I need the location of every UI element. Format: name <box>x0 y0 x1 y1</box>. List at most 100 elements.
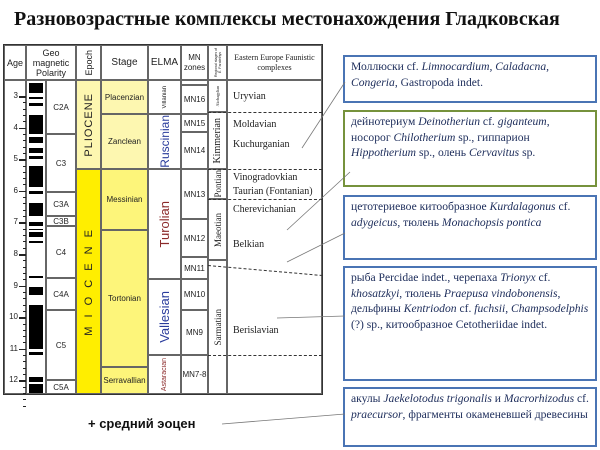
faunistic-complex: Kuchurganian <box>233 139 290 150</box>
elma-4: Astaracian <box>148 355 181 394</box>
mn-5: MN11 <box>181 257 208 279</box>
age-minor-tick <box>23 216 26 217</box>
age-tick-label: 6 <box>13 185 18 195</box>
fauna-box-eocene: акулы Jaekelotodus trigonalis и Macrorhi… <box>343 387 597 447</box>
normal-polarity-band <box>29 147 43 153</box>
header-age: Age <box>4 45 26 80</box>
regional-0: Akchagylian <box>208 80 227 112</box>
faunistic-complex: Cherevichanian <box>233 204 296 215</box>
box-text: cf. <box>535 271 551 284</box>
normal-polarity-band <box>29 231 43 237</box>
taxon-name: Monachopsis pontica <box>441 215 542 229</box>
mn-3: MN13 <box>181 169 208 219</box>
boundary-dashed-line <box>208 112 322 113</box>
box-text: цетотериевое китообразное <box>351 200 490 213</box>
box-text: Моллюски cf. <box>351 60 422 73</box>
header-polarity: Geo magnetic Polarity <box>26 45 76 80</box>
age-minor-tick <box>23 197 26 199</box>
elma-3: Vallesian <box>148 279 181 355</box>
normal-polarity-band <box>29 222 43 226</box>
stage-1-label: Zanclean <box>108 137 141 146</box>
age-minor-tick <box>23 399 26 401</box>
normal-polarity-band <box>29 304 43 315</box>
age-minor-tick <box>23 342 26 344</box>
header-stage: Stage <box>101 45 148 80</box>
mn-top <box>181 80 208 85</box>
footnote-middle-eocene: + средний эоцен <box>88 416 196 431</box>
age-tick <box>19 222 26 224</box>
faunistic-complex: Taurian (Fontanian) <box>233 186 313 197</box>
faunistic-complex: Belkian <box>233 239 265 250</box>
taxon-name: khosatzkyi <box>351 286 400 300</box>
box-text: , <box>505 302 511 315</box>
normal-polarity-band <box>29 276 43 279</box>
age-minor-tick <box>23 323 26 325</box>
elma-2: Turolian <box>148 169 181 279</box>
fauna-box-mammals: дейнотериум Deinotheriun cf. giganteum, … <box>343 110 597 187</box>
connector-line <box>276 315 346 319</box>
age-minor-tick <box>23 152 26 154</box>
box-text: cf. <box>480 115 498 128</box>
taxon-name: Limnocardium, Caladacna, Congeria <box>351 60 550 89</box>
mn-7: MN9 <box>181 310 208 355</box>
mn-2-label: MN14 <box>183 146 206 155</box>
normal-polarity-band <box>29 156 43 160</box>
boundary-dashed-line <box>208 355 322 356</box>
age-minor-tick <box>23 228 26 230</box>
stage-4: Serravallian <box>101 367 148 394</box>
age-minor-tick <box>23 367 26 369</box>
mn-5-label: MN11 <box>184 263 205 273</box>
age-minor-tick <box>23 235 26 236</box>
age-tick <box>19 254 26 256</box>
stage-1: Zanclean <box>101 114 148 169</box>
age-tick-label: 8 <box>13 249 18 258</box>
chron-C3B: C3B <box>46 216 76 226</box>
age-minor-tick <box>23 165 26 167</box>
age-tick <box>19 285 26 288</box>
age-minor-tick <box>23 140 26 142</box>
age-minor-tick <box>23 146 26 148</box>
box-text: рыба Percidae indet., черепаха <box>351 271 501 284</box>
box-text: , дельфины <box>351 286 561 316</box>
age-minor-tick <box>23 374 26 375</box>
age-tick-label: 4 <box>13 122 18 132</box>
stage-0-label: Placenzian <box>104 92 145 102</box>
box-text: акулы <box>351 392 384 405</box>
taxon-name: giganteum <box>497 115 547 128</box>
mn-6: MN10 <box>181 279 208 310</box>
mn-8: MN7-8 <box>181 355 208 394</box>
header-faunistic: Eastern Europe Faunistic complexes <box>227 45 322 80</box>
box-text: cf. <box>574 392 589 405</box>
box-text: , тюлень <box>397 215 442 229</box>
normal-polarity-band <box>29 287 43 296</box>
age-minor-tick <box>23 393 26 394</box>
age-minor-tick <box>23 355 26 357</box>
age-tick-label: 3 <box>13 91 18 100</box>
stage-2: Messinian <box>101 169 148 230</box>
chron-C2A-label: C2A <box>53 102 69 112</box>
normal-polarity-band <box>29 102 43 107</box>
age-tick <box>19 190 26 193</box>
age-minor-tick <box>23 171 26 173</box>
stage-4-label: Serravallian <box>103 376 146 385</box>
age-column <box>4 80 26 394</box>
taxon-name: Praepusa vindobonensis <box>443 286 558 300</box>
age-tick-label: 10 <box>9 312 18 322</box>
normal-polarity-band <box>29 314 43 349</box>
faunistic-column <box>227 80 322 394</box>
elma-1: Ruscinian <box>148 114 181 169</box>
age-minor-tick <box>23 102 26 104</box>
stage-2-label: Messinian <box>106 195 143 204</box>
epoch-pliocene: PLIOCENE <box>76 80 101 169</box>
box-text: , Gastropoda indet. <box>394 75 484 89</box>
mn-8-label: MN7-8 <box>182 370 207 379</box>
age-tick <box>19 159 26 161</box>
fauna-box-cetacean-seal: цетотериевое китообразное Kurdalagonus c… <box>343 195 597 260</box>
taxon-name: Cervavitus <box>468 146 520 159</box>
age-minor-tick <box>23 114 26 116</box>
stage-3: Tortonian <box>101 230 148 367</box>
connector-line <box>221 413 346 425</box>
mn-4: MN12 <box>181 219 208 257</box>
mn-4-label: MN12 <box>183 233 206 243</box>
